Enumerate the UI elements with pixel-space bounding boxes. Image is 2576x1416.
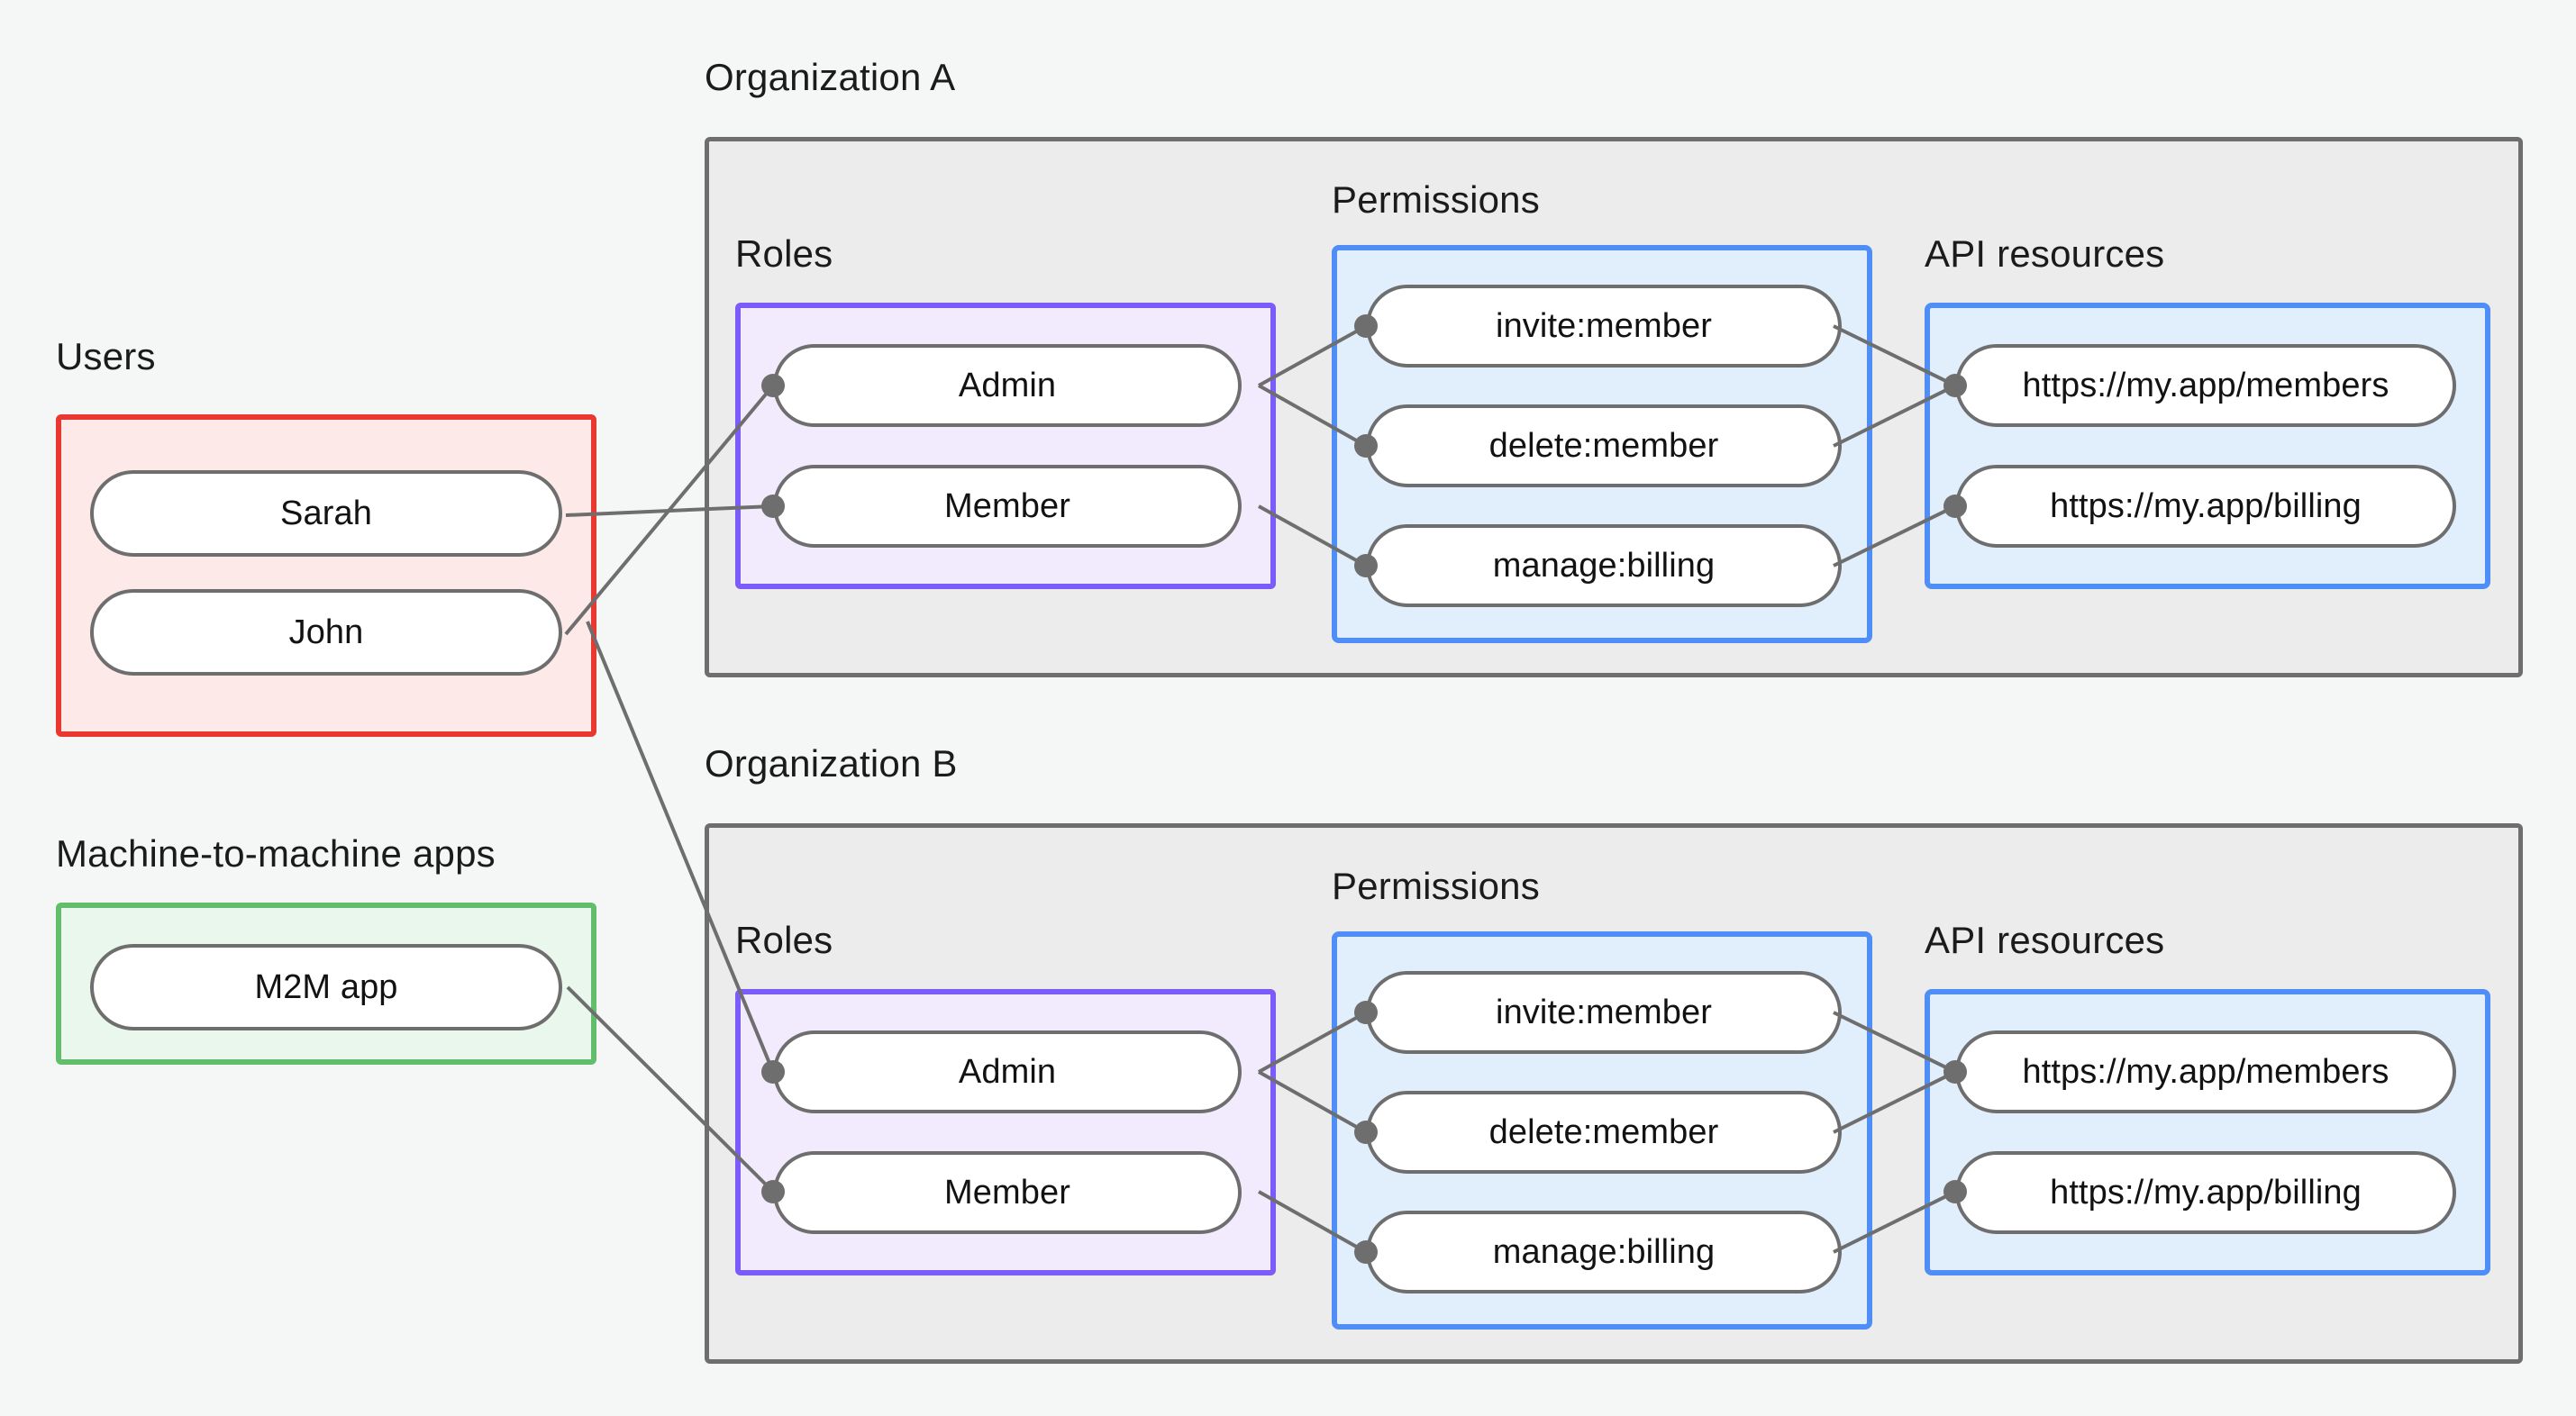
org-b-permission-pill-manage-billing[interactable]: manage:billing xyxy=(1366,1211,1842,1293)
org-a-heading: Organization A xyxy=(705,56,956,98)
org-a-api-pill-billing[interactable]: https://my.app/billing xyxy=(1955,465,2456,548)
org-b-permissions-heading: Permissions xyxy=(1332,865,1540,907)
org-a-permission-pill-invite-member[interactable]: invite:member xyxy=(1366,285,1842,368)
users-group xyxy=(56,414,596,737)
org-b-role-pill-admin[interactable]: Admin xyxy=(773,1030,1242,1113)
m2m-pill-app[interactable]: M2M app xyxy=(90,944,562,1030)
org-b-permission-pill-delete-member[interactable]: delete:member xyxy=(1366,1091,1842,1174)
org-b-role-pill-member[interactable]: Member xyxy=(773,1151,1242,1234)
org-a-role-pill-member[interactable]: Member xyxy=(773,465,1242,548)
org-b-api-pill-members[interactable]: https://my.app/members xyxy=(1955,1030,2456,1113)
org-a-role-pill-admin[interactable]: Admin xyxy=(773,344,1242,427)
org-a-roles-heading: Roles xyxy=(735,232,833,275)
org-a-permission-pill-delete-member[interactable]: delete:member xyxy=(1366,404,1842,487)
users-heading: Users xyxy=(56,335,156,377)
user-pill-john[interactable]: John xyxy=(90,589,562,676)
org-a-api-pill-members[interactable]: https://my.app/members xyxy=(1955,344,2456,427)
org-b-permission-pill-invite-member[interactable]: invite:member xyxy=(1366,971,1842,1054)
org-b-api-heading: API resources xyxy=(1925,919,2165,961)
org-a-api-heading: API resources xyxy=(1925,232,2165,275)
m2m-heading: Machine-to-machine apps xyxy=(56,832,496,875)
user-pill-sarah[interactable]: Sarah xyxy=(90,470,562,557)
org-b-api-pill-billing[interactable]: https://my.app/billing xyxy=(1955,1151,2456,1234)
org-a-permission-pill-manage-billing[interactable]: manage:billing xyxy=(1366,524,1842,607)
org-a-permissions-heading: Permissions xyxy=(1332,178,1540,221)
org-b-heading: Organization B xyxy=(705,742,958,785)
org-b-roles-heading: Roles xyxy=(735,919,833,961)
